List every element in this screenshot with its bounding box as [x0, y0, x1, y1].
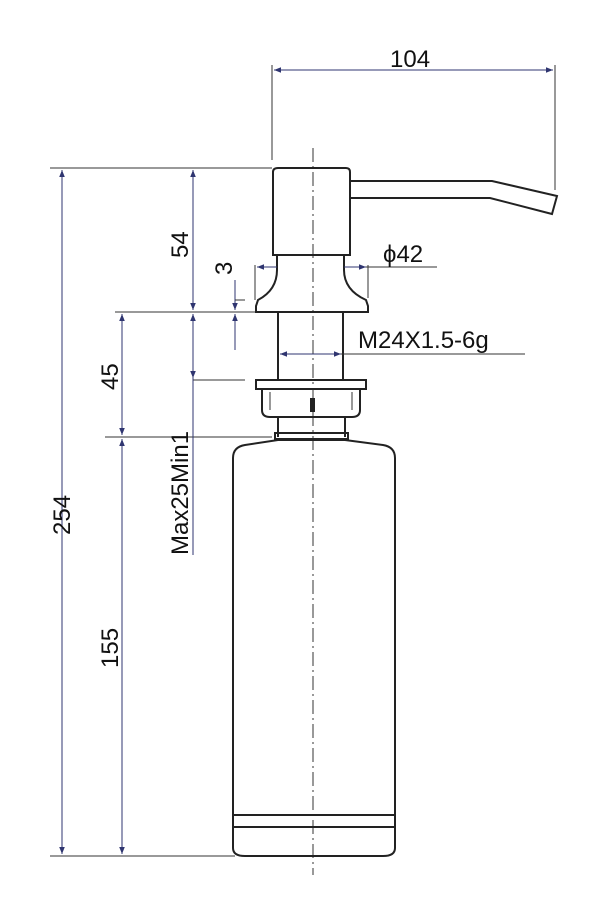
dim-head-height: 54 — [167, 231, 194, 258]
dim-flange-thickness: 3 — [211, 262, 238, 275]
bottle — [232, 439, 396, 857]
bottle-bands — [233, 814, 395, 828]
pump-head — [272, 167, 351, 256]
dim-thread: M24X1.5-6g — [358, 327, 489, 354]
spout — [350, 180, 559, 216]
dim-flange-diameter: ϕ42 — [383, 241, 423, 268]
dispenser-outline — [232, 167, 559, 857]
threaded-shank — [277, 312, 344, 380]
dim-countertop-range: Max25Min1 — [167, 431, 194, 555]
nut-ribs — [269, 392, 353, 410]
dim-spout-reach: 104 — [390, 46, 430, 73]
flange — [255, 256, 369, 313]
dim-shank-length: 45 — [97, 363, 124, 390]
dim-total-height: 254 — [49, 495, 76, 535]
nut-pin — [310, 398, 315, 412]
nut-body — [261, 389, 361, 418]
bottle-collar — [274, 432, 349, 440]
extension-lines — [50, 65, 556, 857]
nut-top — [255, 379, 367, 390]
dim-bottle-height: 155 — [97, 628, 124, 668]
dimension-lines — [59, 67, 553, 854]
